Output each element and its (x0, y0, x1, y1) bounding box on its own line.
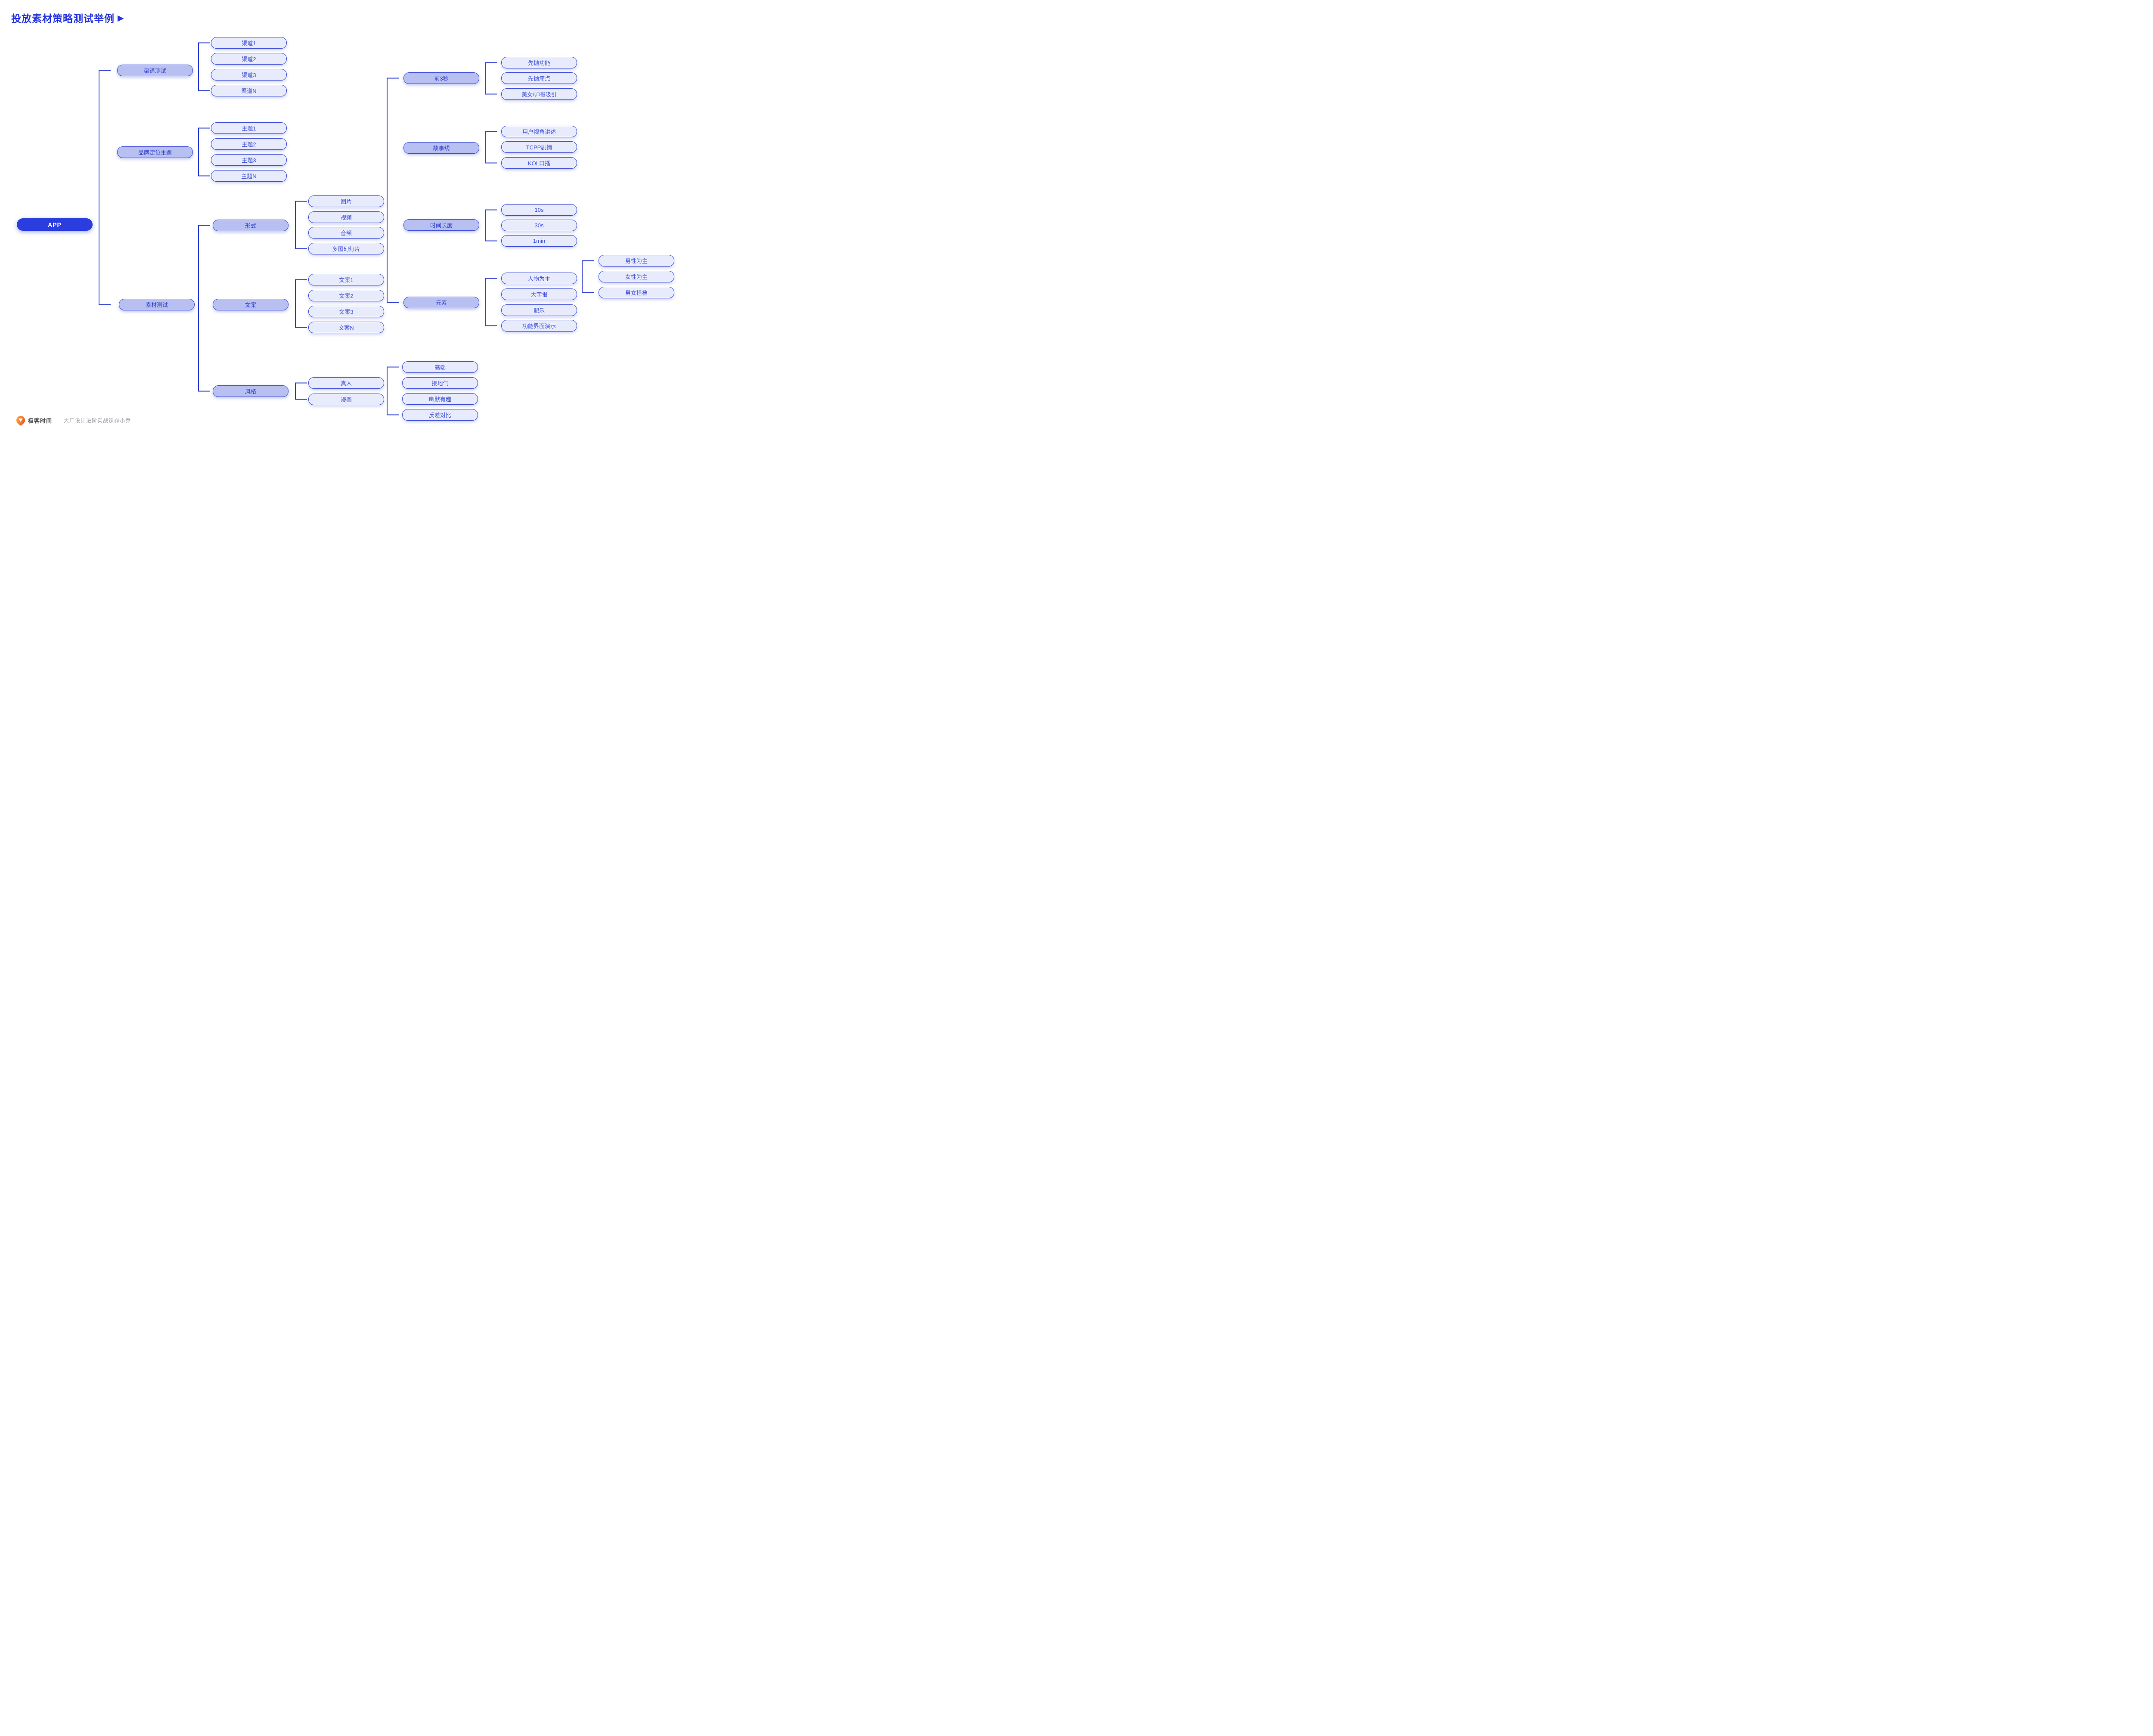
bracket-elements (485, 278, 497, 326)
bracket-app (99, 70, 111, 305)
node-video: 视频 (308, 211, 384, 223)
node-theme-1: 主题1 (211, 122, 287, 134)
bracket-video (387, 78, 399, 303)
node-comic: 漫画 (308, 394, 384, 405)
node-tcpp-plot: TCPP剧情 (501, 141, 577, 153)
node-channel-2: 渠道2 (211, 53, 287, 65)
bracket-copywriting (295, 279, 307, 328)
node-theme-n: 主题N (211, 170, 287, 182)
bracket-storyline (485, 131, 497, 164)
bracket-real-person-comic (387, 366, 399, 415)
bracket-people-focused (582, 260, 594, 293)
node-first-3s: 前3秒 (403, 72, 479, 84)
node-humorous: 幽默有趣 (402, 393, 478, 405)
bracket-brand-theme (198, 127, 210, 177)
bracket-channel-test (198, 42, 210, 91)
node-slideshow: 多图幻灯片 (308, 243, 384, 254)
node-contrast: 反差对比 (402, 409, 478, 421)
node-channel-test: 渠道测试 (117, 65, 193, 76)
page-title: 投放素材策略测试举例 ▶ (11, 10, 124, 25)
node-female-led: 女性为主 (599, 271, 674, 282)
node-theme-3: 主题3 (211, 154, 287, 166)
node-down-to-earth: 接地气 (402, 377, 478, 389)
play-arrow-icon: ▶ (118, 13, 124, 23)
node-music: 配乐 (501, 304, 577, 316)
footer-credit: 极客时间 ｜ 大厂设计进阶实战课@小乔 (14, 414, 131, 427)
node-lead-function: 先抛功能 (501, 57, 577, 68)
mindmap-canvas: 投放素材策略测试举例 ▶ APP 渠道测试品牌定位主题素材测试 渠道1 渠道2 渠道3 渠… (0, 0, 689, 434)
node-audio: 音频 (308, 227, 384, 239)
node-male-female-duo: 男女搭档 (599, 287, 674, 298)
node-copy-1: 文案1 (308, 274, 384, 285)
page-title-text: 投放素材策略测试举例 (11, 13, 115, 24)
geektime-logo-icon (14, 414, 27, 427)
bracket-duration (485, 209, 497, 242)
node-channel-n: 渠道N (211, 85, 287, 96)
node-big-poster: 大字报 (501, 288, 577, 300)
node-channel-3: 渠道3 (211, 69, 287, 81)
node-dur-10s: 10s (501, 204, 577, 216)
node-storyline: 故事线 (403, 142, 479, 154)
node-copy-3: 文案3 (308, 306, 384, 317)
connector-layer (99, 42, 594, 415)
node-dur-1min: 1min (501, 235, 577, 247)
node-format: 形式 (213, 220, 289, 231)
node-duration: 时间长度 (403, 219, 479, 231)
node-material-test: 素材测试 (119, 299, 195, 310)
node-style: 风格 (213, 385, 289, 397)
bracket-first-3s (485, 62, 497, 95)
node-channel-1: 渠道1 (211, 37, 287, 49)
footer-divider: ｜ (55, 417, 61, 424)
node-brand-theme: 品牌定位主题 (117, 146, 193, 158)
bracket-format (295, 201, 307, 249)
node-elements: 元素 (403, 297, 479, 308)
node-real-person: 真人 (308, 377, 384, 389)
node-beauty-attraction: 美女/帅哥吸引 (501, 88, 577, 100)
node-ui-demo: 功能界面演示 (501, 320, 577, 332)
node-user-perspective: 用户视角讲述 (501, 126, 577, 137)
footer-course: 大厂设计进阶实战课@小乔 (64, 417, 131, 424)
node-copywriting: 文案 (213, 299, 289, 310)
bracket-material-test (198, 225, 210, 392)
node-kol-speech: KOL口播 (501, 157, 577, 169)
node-male-led: 男性为主 (599, 255, 674, 267)
node-lead-painpoint: 先抛痛点 (501, 72, 577, 84)
node-app: APP (17, 218, 93, 231)
node-copy-n: 文案N (308, 322, 384, 333)
node-premium: 高端 (402, 361, 478, 373)
node-theme-2: 主题2 (211, 138, 287, 150)
node-people-focused: 人物为主 (501, 273, 577, 284)
node-copy-2: 文案2 (308, 290, 384, 301)
footer-brand: 极客时间 (28, 417, 53, 424)
bracket-style (295, 382, 307, 400)
node-image: 图片 (308, 195, 384, 207)
node-dur-30s: 30s (501, 220, 577, 231)
